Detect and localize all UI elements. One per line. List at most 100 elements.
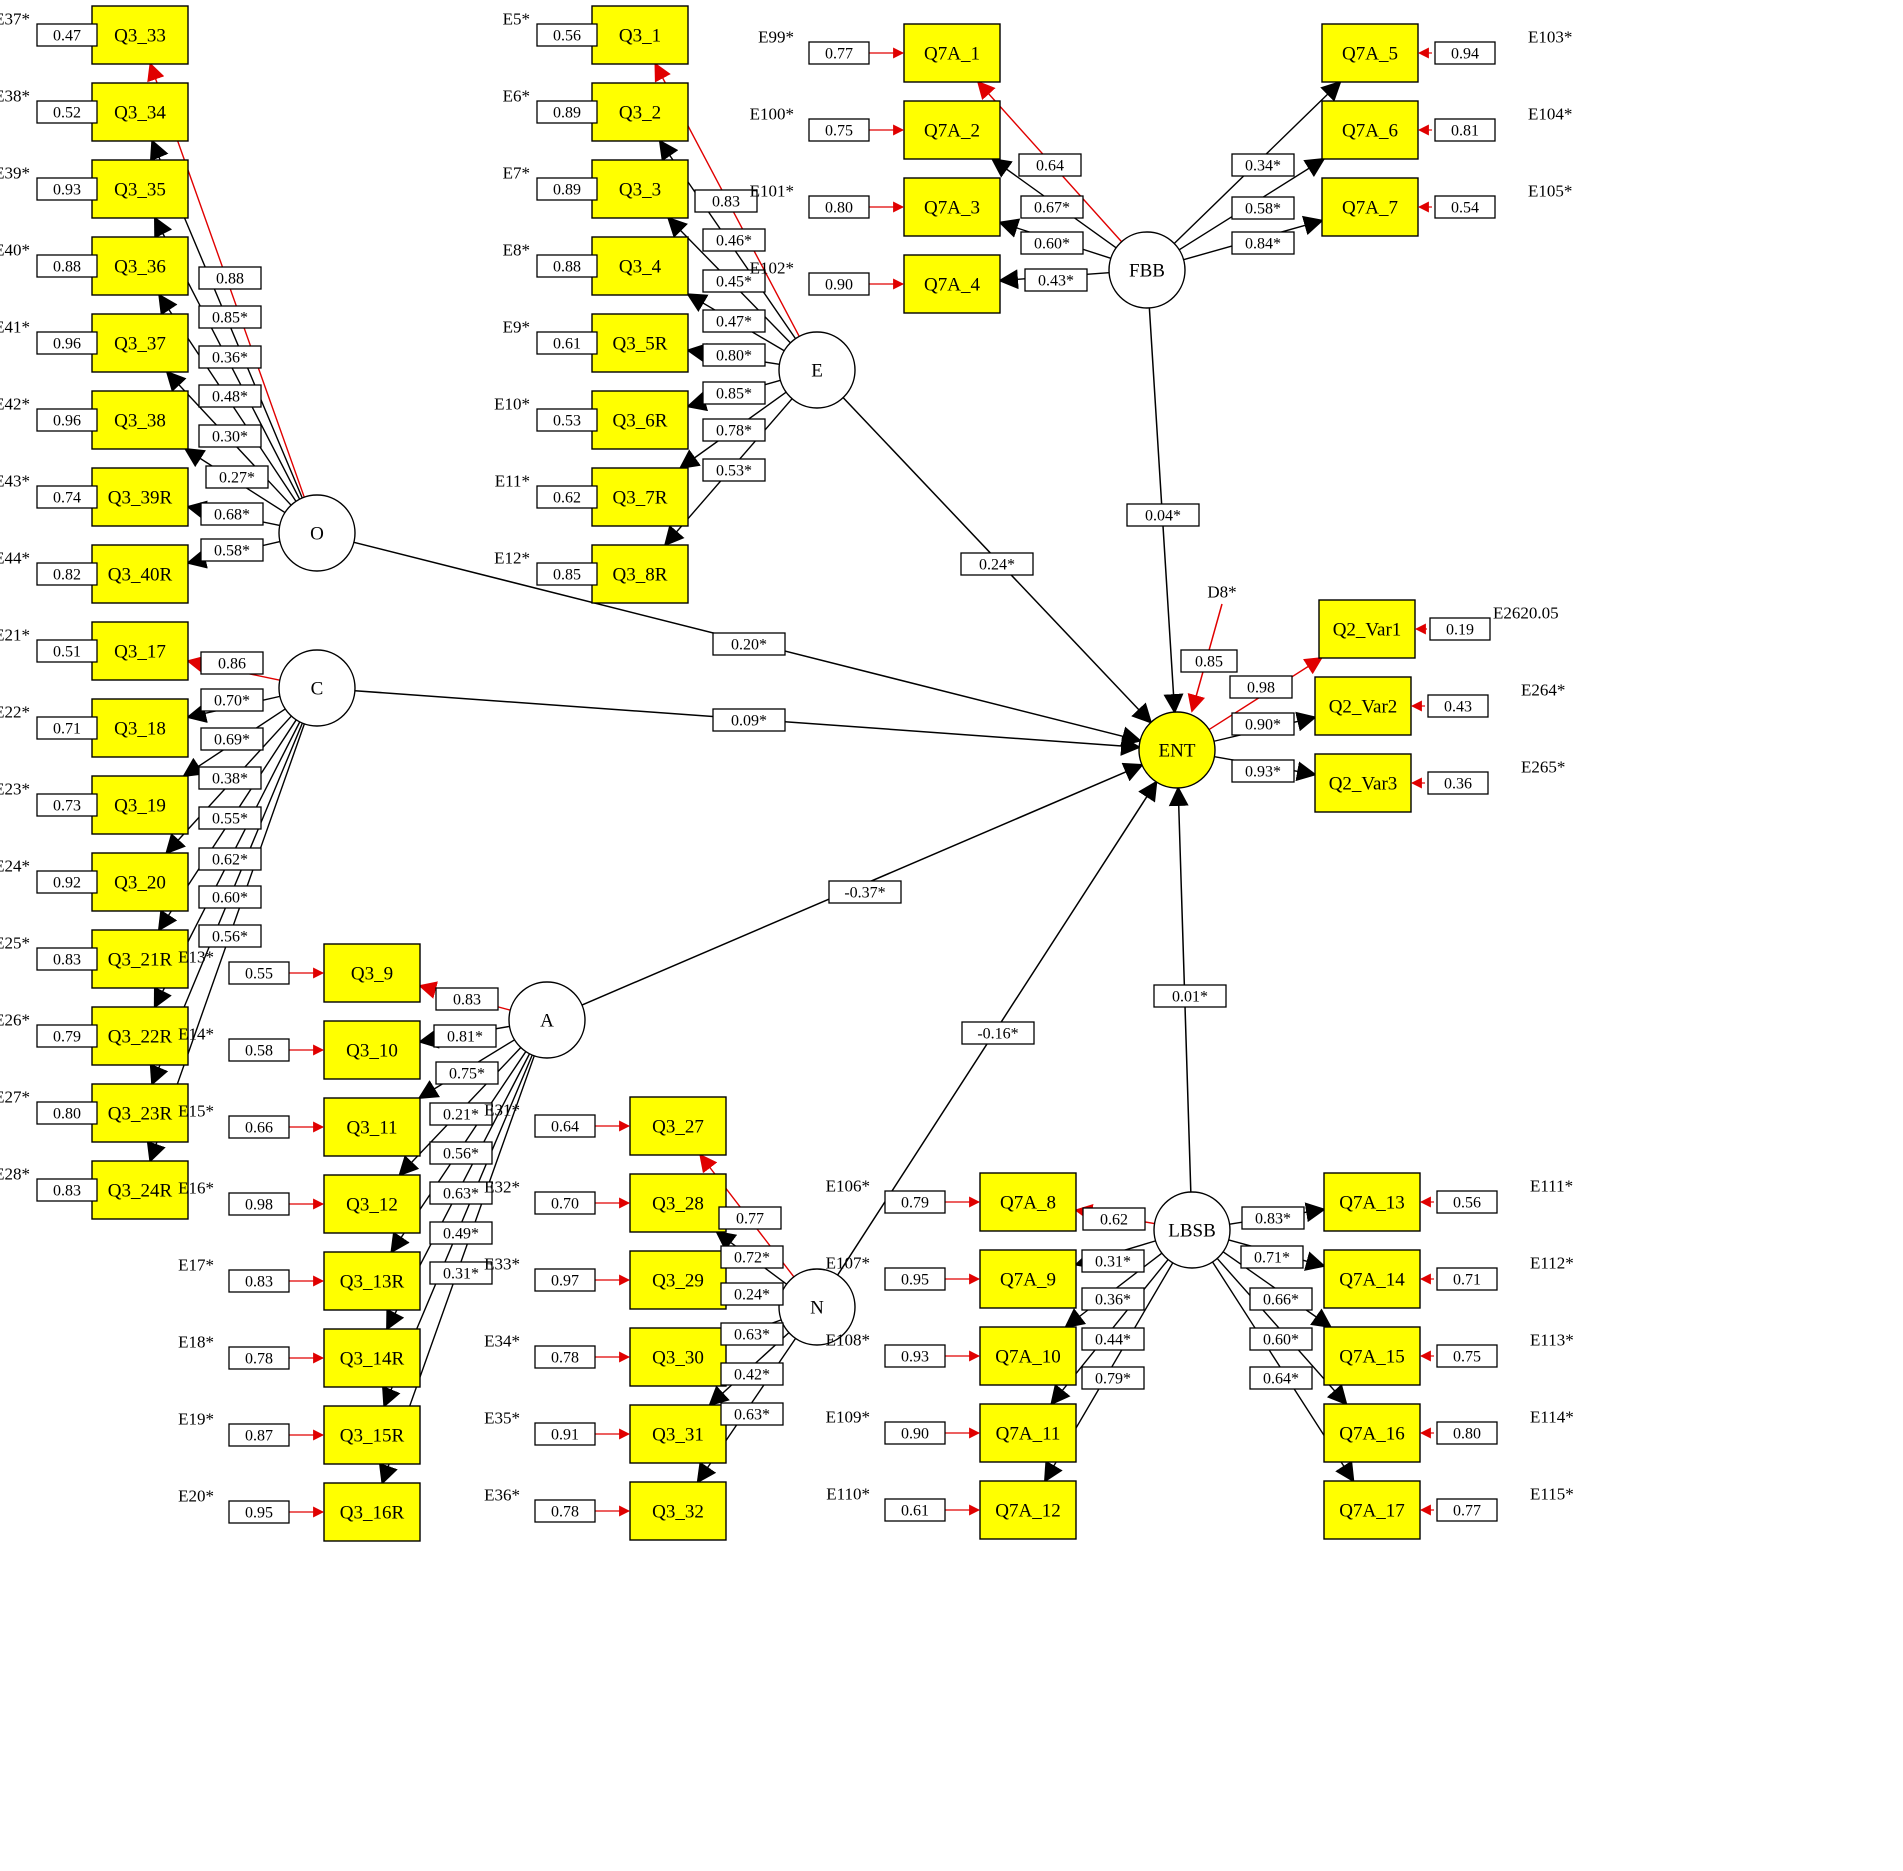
indicator-q3-24r-box bbox=[91, 1160, 189, 1220]
indicator-q3-34-label: Q3_34 bbox=[114, 103, 166, 124]
indicator-q3-1-label: Q3_1 bbox=[619, 26, 661, 47]
indicator-q7a-8-loading-value-box bbox=[1082, 1207, 1146, 1231]
indicator-q3-6r-loading-value-text: 0.85* bbox=[716, 386, 752, 403]
indicator-q3-33-box bbox=[91, 5, 189, 65]
indicator-q3-10-label: Q3_10 bbox=[346, 1041, 398, 1062]
indicator-q3-29-loading-value: 0.24* bbox=[720, 1282, 784, 1306]
indicator-q3-18-error-value: 0.71 bbox=[53, 721, 81, 738]
indicator-q3-19-error: 0.73E23* bbox=[0, 780, 98, 817]
indicator-q3-17-label: Q3_17 bbox=[114, 642, 166, 663]
indicator-q3-27-loading-value: 0.77 bbox=[718, 1206, 782, 1230]
indicator-q3-40r-error-box bbox=[36, 562, 98, 586]
indicator-q3-29-error-box bbox=[534, 1268, 596, 1292]
path-e-to-ent-value-box bbox=[960, 552, 1034, 576]
indicator-q3-16r-box bbox=[323, 1482, 421, 1542]
indicator-q3-1-error-box bbox=[536, 23, 598, 47]
indicator-q3-23r-error-value: 0.80 bbox=[53, 1106, 81, 1123]
indicator-q3-17-error: 0.51E21* bbox=[0, 626, 98, 663]
indicator-q2-var1-box bbox=[1318, 599, 1416, 659]
indicator-q7a-10-loading-value: 0.36* bbox=[1081, 1287, 1145, 1311]
indicator-q7a-15-box bbox=[1323, 1326, 1421, 1386]
indicator-q3-15r-box bbox=[323, 1405, 421, 1465]
latent-a: A bbox=[508, 981, 586, 1059]
indicator-q3-2-loading-value-box bbox=[702, 228, 766, 252]
indicator-q2-var1: Q2_Var1 bbox=[1318, 599, 1416, 659]
indicator-q3-7r-error-value: 0.62 bbox=[553, 490, 581, 507]
indicator-q3-9-error-box bbox=[228, 961, 290, 985]
latent-o-label: O bbox=[310, 524, 324, 545]
indicator-q7a-7-error-label: E105* bbox=[1528, 182, 1572, 201]
indicator-q3-8r-error-value: 0.85 bbox=[553, 567, 581, 584]
indicator-q3-35-label: Q3_35 bbox=[114, 180, 166, 201]
indicator-q3-5r: Q3_5R bbox=[591, 313, 689, 373]
indicator-q3-3-loading-value-text: 0.45* bbox=[716, 274, 752, 291]
indicator-q3-32-box bbox=[629, 1481, 727, 1541]
indicator-q3-9-loading-value-text: 0.83 bbox=[453, 992, 481, 1009]
indicator-q3-21r-error-value: 0.83 bbox=[53, 952, 81, 969]
indicator-q3-13r: Q3_13R bbox=[323, 1251, 421, 1311]
indicator-q2-var1-error-value: 0.19 bbox=[1446, 622, 1474, 639]
indicator-q3-19-error-label: E23* bbox=[0, 780, 30, 799]
indicator-q3-5r-box bbox=[591, 313, 689, 373]
indicator-q3-34: Q3_34 bbox=[91, 82, 189, 142]
indicator-q3-39r-error-label: E43* bbox=[0, 472, 30, 491]
indicator-q7a-17: Q7A_17 bbox=[1323, 1480, 1421, 1540]
indicator-q7a-9-box bbox=[979, 1249, 1077, 1309]
indicator-q7a-2: Q7A_2 bbox=[903, 100, 1001, 160]
indicator-q3-22r-error-value: 0.79 bbox=[53, 1029, 81, 1046]
indicator-q3-3-error-value: 0.89 bbox=[553, 182, 581, 199]
indicator-q3-28: Q3_28 bbox=[629, 1173, 727, 1233]
indicator-q3-8r-error-box bbox=[536, 562, 598, 586]
indicator-q3-14r-error-value: 0.78 bbox=[245, 1351, 273, 1368]
indicator-q3-19-error-box bbox=[36, 793, 98, 817]
indicator-q3-32-loading-value: 0.63* bbox=[720, 1402, 784, 1426]
indicator-q7a-9-loading-value-text: 0.31* bbox=[1095, 1254, 1131, 1271]
indicator-q7a-10-error-value: 0.93 bbox=[901, 1349, 929, 1366]
indicator-q3-38-error-label: E42* bbox=[0, 395, 30, 414]
indicator-q3-38-error: 0.96E42* bbox=[0, 395, 98, 432]
indicator-q3-2-box bbox=[591, 82, 689, 142]
indicator-q3-16r-error-value: 0.95 bbox=[245, 1505, 273, 1522]
indicator-q3-16r-error-label: E20* bbox=[178, 1487, 214, 1506]
indicator-q3-14r: Q3_14R bbox=[323, 1328, 421, 1388]
indicator-q3-12-label: Q3_12 bbox=[346, 1195, 398, 1216]
indicator-q3-11-box bbox=[323, 1097, 421, 1157]
path-c-to-ent-value-text: 0.09* bbox=[731, 713, 767, 730]
indicator-q7a-11-box bbox=[979, 1403, 1077, 1463]
path-n-to-ent-value-box bbox=[961, 1021, 1035, 1045]
indicator-q3-17-box bbox=[91, 621, 189, 681]
indicator-q3-17-error-box bbox=[36, 639, 98, 663]
indicator-q3-36-error-label: E40* bbox=[0, 241, 30, 260]
indicator-q3-23r-loading-value-box bbox=[198, 885, 262, 909]
indicator-q3-35-loading-value-text: 0.36* bbox=[212, 350, 248, 367]
indicator-q3-11-error-box bbox=[228, 1115, 290, 1139]
indicator-q7a-10-error-box bbox=[884, 1344, 946, 1368]
indicator-q7a-4-loading-value-box bbox=[1024, 268, 1088, 292]
indicator-q3-31-label: Q3_31 bbox=[652, 1425, 704, 1446]
indicator-q3-23r: Q3_23R bbox=[91, 1083, 189, 1143]
indicator-q3-17-error-value: 0.51 bbox=[53, 644, 81, 661]
indicator-q7a-16: Q7A_16 bbox=[1323, 1403, 1421, 1463]
indicator-q3-33-error-box bbox=[36, 23, 98, 47]
indicator-q3-30-loading-value-box bbox=[720, 1322, 784, 1346]
indicator-q3-34-loading-value-text: 0.85* bbox=[212, 310, 248, 327]
indicator-q3-39r-error: 0.74E43* bbox=[0, 472, 98, 509]
indicator-q3-32: Q3_32 bbox=[629, 1481, 727, 1541]
indicator-q3-28-loading-value-box bbox=[720, 1245, 784, 1269]
path-a-to-ent-value: -0.37* bbox=[828, 880, 902, 904]
indicator-q3-2-error-value: 0.89 bbox=[553, 105, 581, 122]
indicator-q3-23r-label: Q3_23R bbox=[108, 1104, 173, 1125]
indicator-q3-20-loading-value-box bbox=[198, 766, 262, 790]
indicator-q3-30-box bbox=[629, 1327, 727, 1387]
indicator-q3-29-label: Q3_29 bbox=[652, 1271, 704, 1292]
indicator-q3-7r-loading-value: 0.78* bbox=[702, 418, 766, 442]
indicator-q3-31-error-label: E35* bbox=[484, 1409, 520, 1428]
indicator-q3-8r-loading-value-box bbox=[702, 458, 766, 482]
